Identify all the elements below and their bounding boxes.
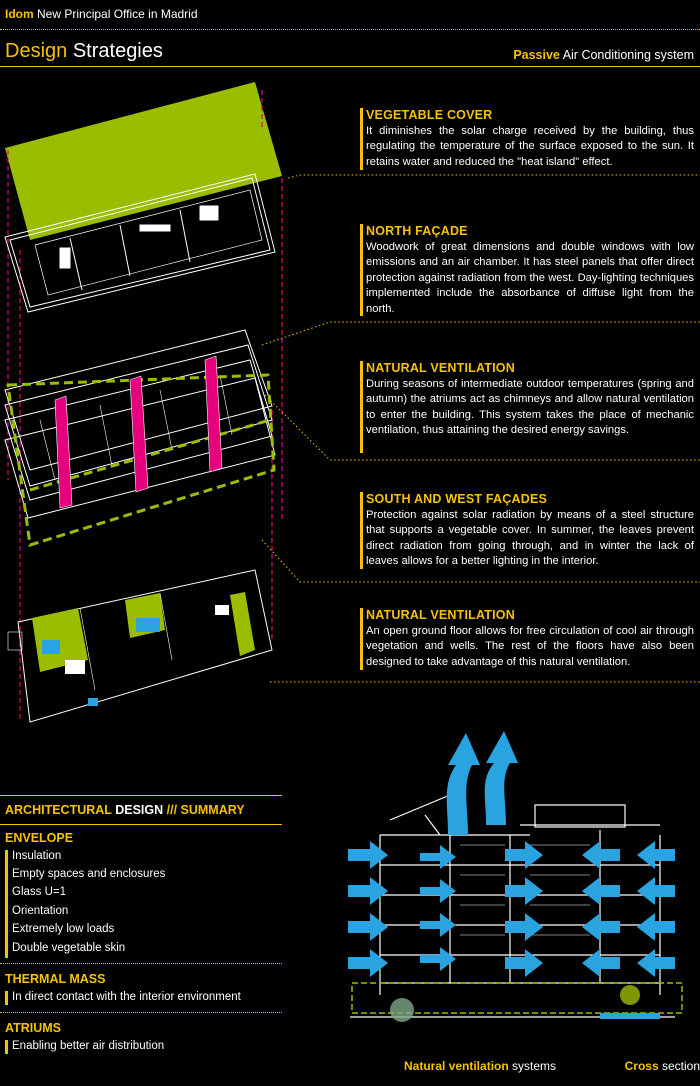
thermal-divider [0, 1012, 282, 1013]
strategy-heading: NATURAL VENTILATION [366, 608, 515, 622]
strategy-natural-ventilation-ground: NATURAL VENTILATION An open ground floor… [360, 608, 694, 670]
envelope-item: Insulation [12, 850, 62, 862]
page-subtitle: Passive Air Conditioning system [513, 48, 694, 62]
vegetable-facade-outline [6, 373, 276, 547]
strategy-text: Protection against solar radiation by me… [366, 508, 694, 568]
strategy-text: During seasons of intermediate outdoor t… [366, 377, 694, 437]
strategy-text: Woodwork of great dimensions and double … [366, 240, 694, 315]
atrium-chimneys [54, 355, 223, 509]
vegetable-skin-outline [351, 982, 683, 1014]
vegetable-roof [5, 82, 282, 240]
strategy-accent-bar [360, 361, 363, 453]
project-name: New Principal Office in Madrid [37, 7, 198, 21]
caption-right-rest: section [661, 1059, 700, 1073]
strategy-north-facade: NORTH FAÇADE Woodwork of great dimension… [360, 224, 694, 317]
strategy-south-west-facades: SOUTH AND WEST FAÇADES Protection agains… [360, 492, 694, 570]
floor-hatching [460, 844, 590, 936]
envelope-item: Orientation [12, 905, 69, 917]
summary-title-b: DESIGN [115, 803, 164, 817]
envelope-item: Extremely low loads [12, 923, 115, 935]
strategy-text: An open ground floor allows for free cir… [366, 624, 694, 668]
alignment-guides [7, 90, 283, 720]
envelope-divider [0, 963, 282, 964]
ground-floor-plan [7, 569, 273, 723]
caption-right: Cross section [625, 1059, 700, 1073]
summary-top-divider [0, 795, 282, 796]
airflow-arrows [348, 731, 675, 977]
envelope-item: Glass U=1 [12, 886, 67, 898]
strategy-text: It diminishes the solar charge received … [366, 124, 694, 168]
title-divider [0, 66, 700, 67]
strategy-accent-bar [360, 224, 363, 316]
strategy-natural-ventilation-atriums: NATURAL VENTILATION During seasons of in… [360, 361, 694, 453]
brand: Idom [5, 7, 34, 21]
header-divider [0, 29, 700, 30]
atriums-accent-bar [5, 1040, 8, 1054]
summary-title-divider [0, 824, 282, 825]
caption-left-rest: systems [512, 1059, 557, 1073]
strategy-accent-bar [360, 608, 363, 670]
top-floor-plan [4, 173, 276, 313]
envelope-item: Double vegetable skin [12, 942, 126, 954]
subtitle-rest: Air Conditioning system [562, 48, 694, 62]
strategy-accent-bar [360, 492, 363, 569]
title-rest: Strategies [72, 40, 163, 62]
summary-title-a: ARCHITECTURAL [5, 803, 112, 817]
strategy-accent-bar [360, 108, 363, 170]
summary-title-c: /// SUMMARY [166, 803, 245, 817]
strategy-heading: SOUTH AND WEST FAÇADES [366, 492, 548, 506]
tree-right [620, 985, 640, 1005]
envelope-heading: ENVELOPE [5, 831, 74, 845]
cross-section-diagram [348, 731, 683, 1022]
summary-title: ARCHITECTURAL DESIGN /// SUMMARY [5, 803, 245, 817]
strategy-vegetable-cover: VEGETABLE COVER It diminishes the solar … [360, 108, 694, 170]
thermal-item: In direct contact with the interior envi… [12, 991, 241, 1003]
caption-left-bold: Natural ventilation [404, 1059, 509, 1073]
page-title: Design Strategies [5, 40, 163, 63]
tree-left [390, 998, 414, 1022]
envelope-item: Empty spaces and enclosures [12, 868, 166, 880]
leader-lines [261, 174, 700, 683]
water-well [600, 1013, 660, 1019]
title-highlight: Design [5, 40, 68, 62]
atriums-item: Enabling better air distribution [12, 1040, 165, 1052]
header-line: Idom New Principal Office in Madrid [5, 7, 198, 21]
atriums-heading: ATRIUMS [5, 1021, 62, 1035]
envelope-accent-bar [5, 850, 8, 958]
caption-right-bold: Cross [624, 1059, 659, 1073]
cross-ventilation-arrows [348, 841, 675, 977]
strategy-heading: NATURAL VENTILATION [366, 361, 515, 375]
strategy-heading: VEGETABLE COVER [366, 108, 493, 122]
middle-floor-stack [4, 329, 276, 519]
subtitle-highlight: Passive [513, 48, 560, 62]
strategy-heading: NORTH FAÇADE [366, 224, 468, 238]
exploded-axonometric-diagram [4, 82, 283, 723]
thermal-mass-heading: THERMAL MASS [5, 972, 106, 986]
caption-left: Natural ventilation systems [404, 1059, 556, 1073]
thermal-accent-bar [5, 991, 8, 1005]
